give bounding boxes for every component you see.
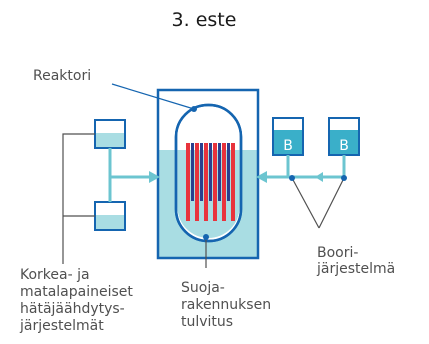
control-rod	[191, 143, 194, 201]
ecc-bracket	[62, 133, 95, 264]
reactor-leader-dot	[191, 106, 197, 112]
containment-label-line2: rakennuksen	[181, 297, 271, 313]
fuel-rod	[204, 143, 208, 221]
ecc-piping	[108, 148, 150, 202]
boron-join-arrow-icon	[315, 172, 323, 182]
ecc-label-line2: matalapaineiset	[20, 284, 133, 300]
control-rod	[227, 143, 230, 201]
reactor-label: Reaktori	[33, 68, 91, 84]
containment-leader-dot	[203, 234, 209, 240]
control-rod	[218, 143, 221, 201]
control-rod	[200, 143, 203, 201]
boron-dot-1	[289, 175, 295, 181]
fuel-rod	[186, 143, 190, 221]
boron-tank-2	[329, 130, 359, 155]
boron-dot-2	[341, 175, 347, 181]
ecc-label-line4: järjestelmät	[19, 318, 104, 334]
boron-leaders	[291, 177, 345, 229]
fuel-rod	[231, 143, 235, 221]
reactor-core	[186, 143, 235, 221]
fuel-rod	[195, 143, 199, 221]
containment-label-line1: Suoja-	[181, 280, 225, 296]
ecc-tank-lower-water	[95, 215, 125, 230]
containment-outline	[156, 88, 260, 260]
boron-label-line1: Boori-	[317, 245, 358, 261]
reactor-vessel-outline	[174, 103, 243, 243]
boron-tank-2-label: B	[339, 138, 349, 154]
reactor-leader	[111, 83, 195, 110]
boron-piping	[266, 155, 346, 179]
ecc-label-line3: hätäjäähdytys-	[20, 301, 125, 317]
fuel-rod	[222, 143, 226, 221]
ecc-tank-upper-water	[95, 133, 125, 148]
fuel-rod	[213, 143, 217, 221]
ecc-label-line1: Korkea- ja	[20, 267, 90, 283]
control-rod	[209, 143, 212, 201]
boron-inflow-arrow-icon	[256, 171, 267, 183]
ecc-inflow-arrow-icon	[149, 171, 160, 183]
boron-tank-1-label: B	[283, 138, 293, 154]
boron-tank-1	[273, 130, 303, 155]
diagram-title: 3. este	[172, 9, 237, 31]
containment-label-line3: tulvitus	[181, 314, 233, 330]
boron-label-line2: järjestelmä	[316, 261, 395, 277]
